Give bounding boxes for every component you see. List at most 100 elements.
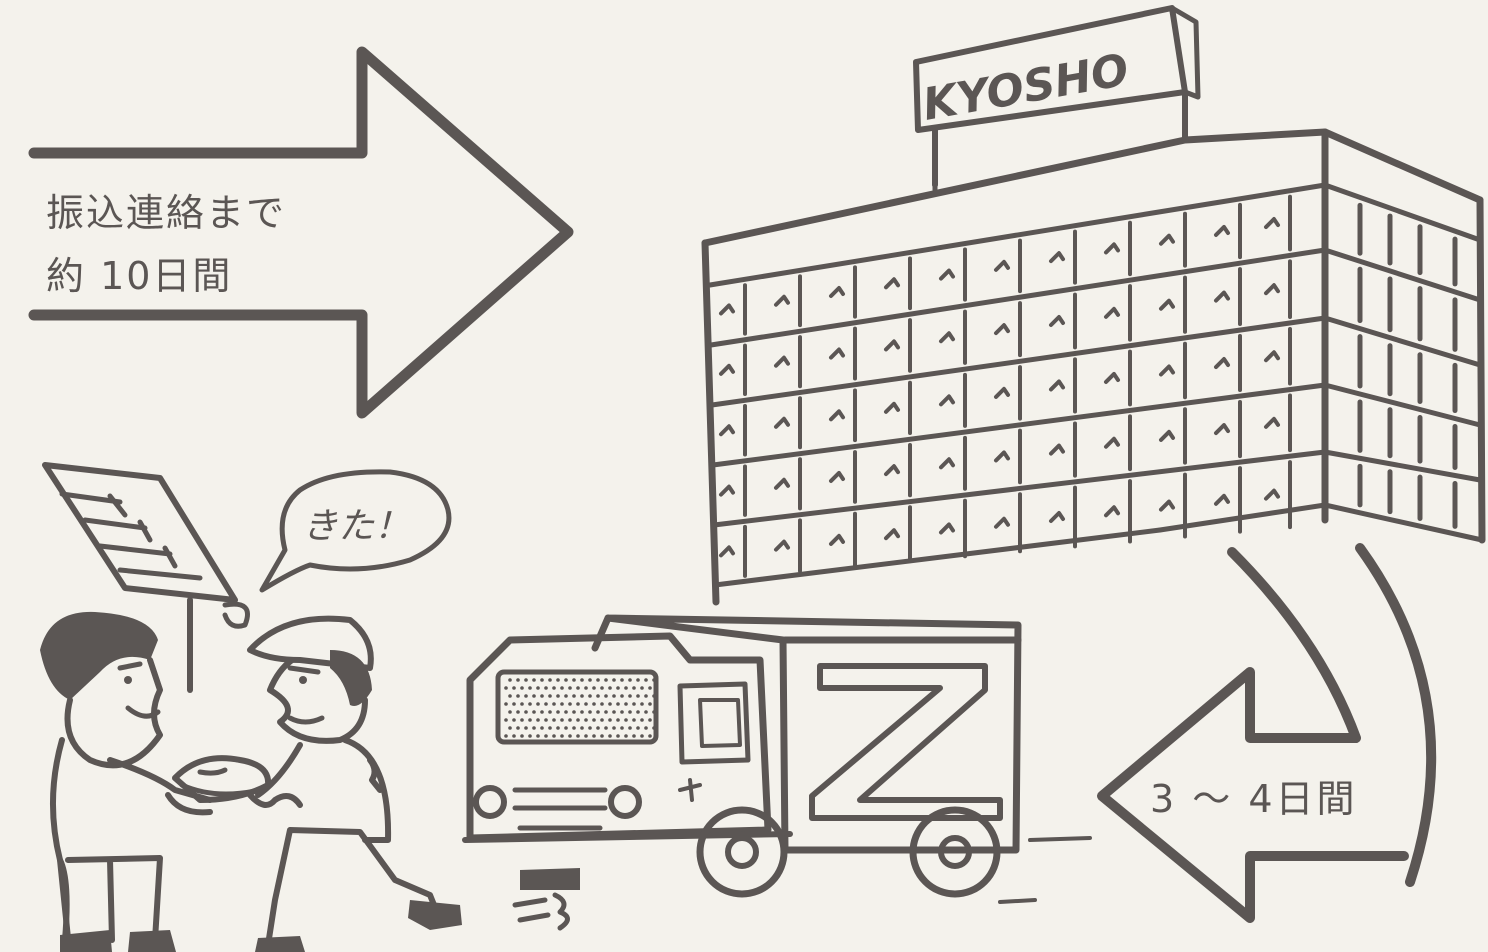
windshield-dot [624, 686, 628, 690]
windshield-dot [536, 718, 540, 722]
window-glint [776, 542, 788, 550]
windshield-dot [584, 686, 588, 690]
windshield-dot [508, 710, 512, 714]
windshield-dot [540, 678, 544, 682]
windshield-dot [588, 710, 592, 714]
windshield-dot [572, 726, 576, 730]
windshield-dot [564, 678, 568, 682]
windshield-dot [652, 678, 656, 682]
windshield-dot [504, 734, 508, 738]
window-glint [1106, 507, 1118, 515]
window-glint [1051, 253, 1063, 261]
window-glint [941, 271, 953, 279]
windshield-dot [648, 734, 652, 738]
windshield-dot [600, 702, 604, 706]
windshield-dot [624, 718, 628, 722]
windshield-dot [600, 718, 604, 722]
courier-figure [250, 619, 462, 952]
windshield-dot [604, 710, 608, 714]
windshield-dot [524, 710, 528, 714]
window-glint [996, 519, 1008, 527]
windshield-dot [596, 726, 600, 730]
windshield-dot [628, 726, 632, 730]
windshield-dot [608, 718, 612, 722]
windshield-dot [540, 694, 544, 698]
window-glint [996, 389, 1008, 397]
windshield-dot [632, 686, 636, 690]
window-glint [996, 452, 1008, 460]
windshield-dot [628, 710, 632, 714]
windshield-dot [572, 678, 576, 682]
windshield-dot [592, 686, 596, 690]
windshield-dot [644, 694, 648, 698]
windshield-dot [628, 678, 632, 682]
windshield-dot [624, 702, 628, 706]
window-glint [941, 333, 953, 341]
windshield-dot [600, 686, 604, 690]
window-glint [1216, 227, 1228, 235]
windshield-dot [508, 726, 512, 730]
window-glint [1161, 367, 1173, 375]
window-glint [886, 466, 898, 474]
windshield-dot [652, 694, 656, 698]
windshield-dot [584, 718, 588, 722]
windshield-dot [520, 718, 524, 722]
windshield-dot [536, 734, 540, 738]
windshield-dot [568, 686, 572, 690]
windshield-dot [620, 726, 624, 730]
delivery-truck [465, 618, 1018, 928]
windshield-dot [592, 718, 596, 722]
speech-bubble: きた！ [262, 472, 449, 590]
windshield-dot [536, 702, 540, 706]
windshield-dot [504, 686, 508, 690]
window-glint [1216, 425, 1228, 433]
windshield-dot [516, 726, 520, 730]
windshield-dot [572, 710, 576, 714]
window-glint [776, 419, 788, 427]
windshield-dot [648, 718, 652, 722]
windshield-dot [592, 702, 596, 706]
windshield-dot [528, 734, 532, 738]
speech-bubble-text: きた！ [302, 506, 410, 547]
windshield-dot [620, 678, 624, 682]
windshield-dot [624, 734, 628, 738]
windshield-dot [564, 694, 568, 698]
customer-figure [40, 612, 210, 952]
windshield-dot [632, 718, 636, 722]
windshield-dot [544, 702, 548, 706]
windshield-dot [548, 726, 552, 730]
windshield-dot [544, 734, 548, 738]
windshield-dot [636, 678, 640, 682]
windshield-dot [516, 678, 520, 682]
windshield-dot [576, 734, 580, 738]
windshield-dot [644, 726, 648, 730]
windshield-dot [636, 726, 640, 730]
window-glint [886, 530, 898, 538]
windshield-dot [612, 710, 616, 714]
window-glint [1161, 301, 1173, 309]
windshield-dot [604, 694, 608, 698]
window-glint [721, 366, 733, 374]
windshield-dot [524, 726, 528, 730]
windshield-dot [632, 702, 636, 706]
windshield-dot [604, 726, 608, 730]
windshield-dot [588, 694, 592, 698]
windshield-dot [560, 718, 564, 722]
windshield-dot [512, 734, 516, 738]
windshield-dot [576, 702, 580, 706]
windshield-dot [616, 686, 620, 690]
windshield-dot [524, 694, 528, 698]
transfer-arrow: 振込連絡まで 約 10日間 [34, 52, 568, 413]
windshield-dot [648, 686, 652, 690]
windshield-dot [588, 678, 592, 682]
window-glint [1106, 309, 1118, 317]
windshield-dot [616, 718, 620, 722]
window-glint [1216, 359, 1228, 367]
window-glint [1106, 439, 1118, 447]
windshield-dot [620, 694, 624, 698]
windshield-dot [568, 718, 572, 722]
window-glint [1216, 496, 1228, 504]
window-glint [721, 547, 733, 555]
window-glint [1051, 381, 1063, 389]
windshield-dot [640, 718, 644, 722]
